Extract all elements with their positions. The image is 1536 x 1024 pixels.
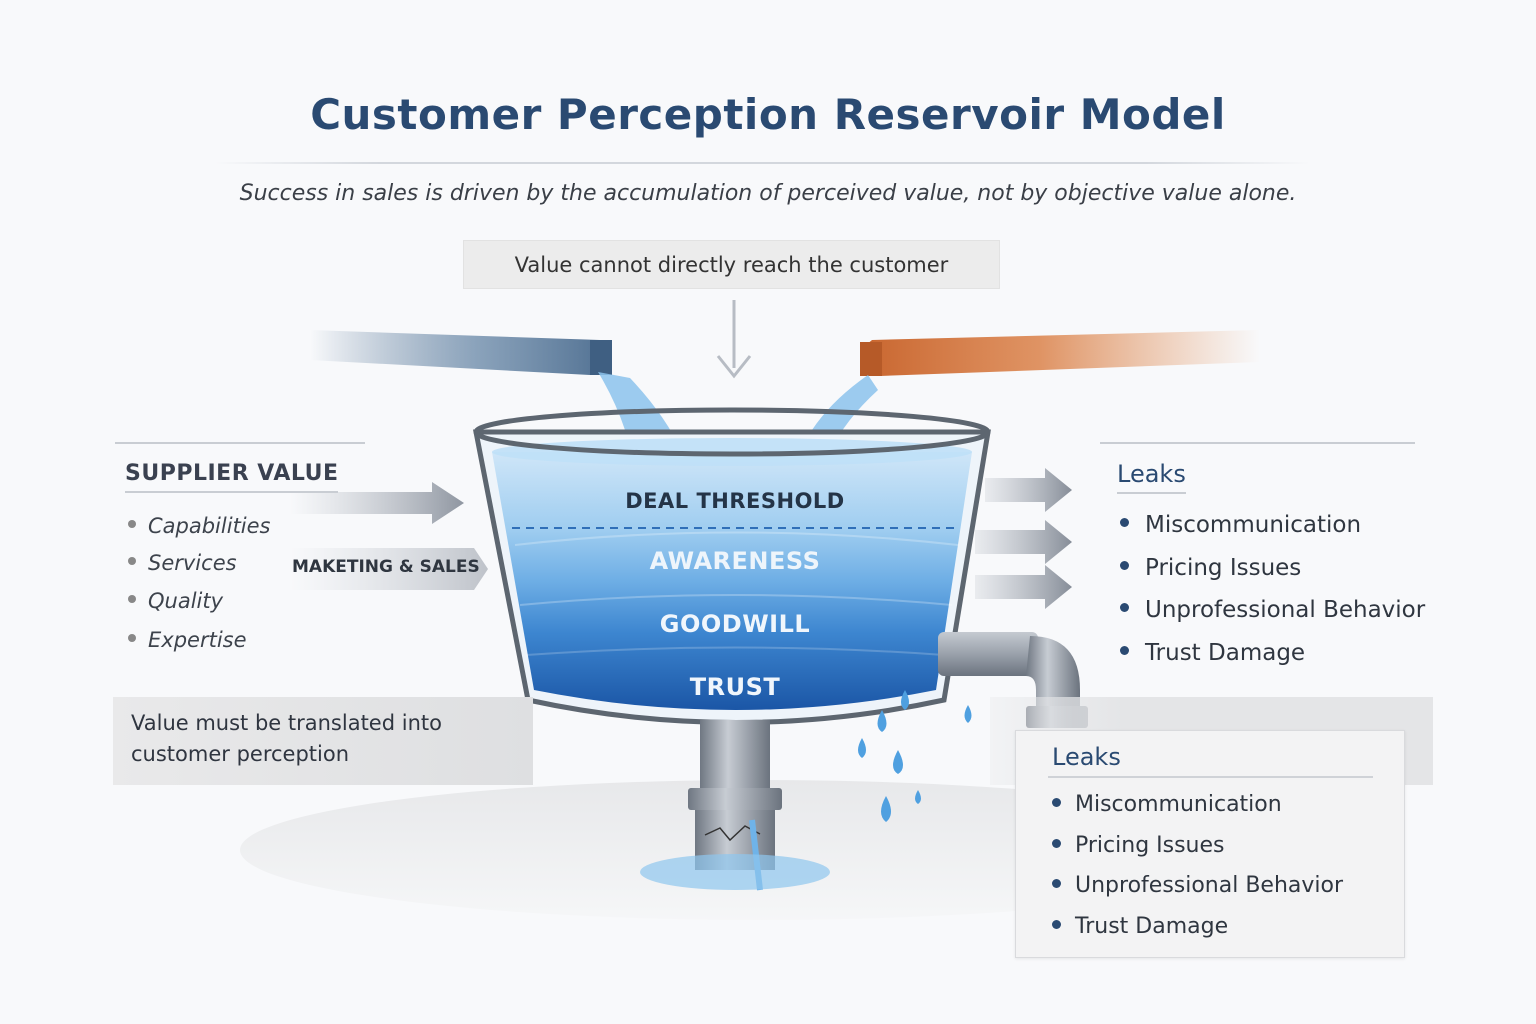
water-puddle (640, 854, 830, 890)
leak-item: Pricing Issues (1120, 555, 1301, 581)
layer-goodwill: GOODWILL (659, 610, 811, 638)
leak-item: Miscommunication (1120, 512, 1361, 538)
supplier-divider (115, 442, 365, 444)
leak-box-item: Pricing Issues (1052, 833, 1225, 858)
page-title: Customer Perception Reservoir Model (310, 90, 1226, 139)
bullet-icon (128, 595, 136, 603)
bullet-icon (1120, 518, 1129, 527)
supplier-item: Expertise (128, 628, 247, 652)
leak-item: Unprofessional Behavior (1120, 597, 1425, 623)
callout-value-barrier: Value cannot directly reach the customer (463, 240, 1000, 289)
supplier-item: Capabilities (128, 514, 271, 538)
layer-trust: TRUST (689, 673, 781, 701)
down-arrow (716, 300, 752, 379)
leaks-heading: Leaks (1117, 460, 1186, 494)
arrow-leak-out-1 (985, 468, 1072, 512)
leaks-box (1015, 730, 1405, 958)
reservoir-tank (472, 407, 991, 725)
bullet-icon (1052, 838, 1061, 848)
leak-box-item: Unprofessional Behavior (1052, 873, 1343, 898)
arrow-leak-out-3 (975, 565, 1072, 609)
water-drips (858, 690, 972, 822)
deal-threshold-label: DEAL THRESHOLD (625, 489, 845, 513)
bullet-icon (1120, 603, 1129, 612)
bullet-icon (1052, 919, 1061, 929)
leaks-divider (1100, 442, 1415, 444)
translation-note: Value must be translated into customer p… (131, 711, 442, 766)
leak-box-item: Miscommunication (1052, 792, 1282, 817)
bullet-icon (128, 557, 136, 565)
arrow-marketing-in (290, 548, 488, 590)
supplier-value-heading: SUPPLIER VALUE (125, 461, 339, 493)
marketing-sales-label: MAKETING & SALES (292, 557, 480, 577)
bullet-icon (128, 520, 136, 528)
supplier-item: Quality (128, 589, 223, 613)
bullet-icon (128, 634, 136, 642)
leak-box-item: Trust Damage (1052, 914, 1228, 939)
bullet-icon (1052, 797, 1061, 807)
pipe-right (860, 330, 1260, 376)
bullet-icon (1120, 561, 1129, 570)
layer-awareness: AWARENESS (649, 547, 821, 575)
title-divider (215, 162, 1310, 164)
leaks-box-heading: Leaks (1052, 743, 1121, 771)
bullet-icon (1052, 878, 1061, 888)
pipe-left (310, 330, 612, 375)
leaks-box-divider (1048, 776, 1373, 778)
bullet-icon (1120, 646, 1129, 655)
translation-band (113, 697, 533, 785)
page-subtitle: Success in sales is driven by the accumu… (239, 181, 1297, 206)
leak-item: Trust Damage (1120, 640, 1305, 666)
arrow-leak-out-2 (975, 520, 1072, 564)
supplier-item: Services (128, 551, 237, 575)
